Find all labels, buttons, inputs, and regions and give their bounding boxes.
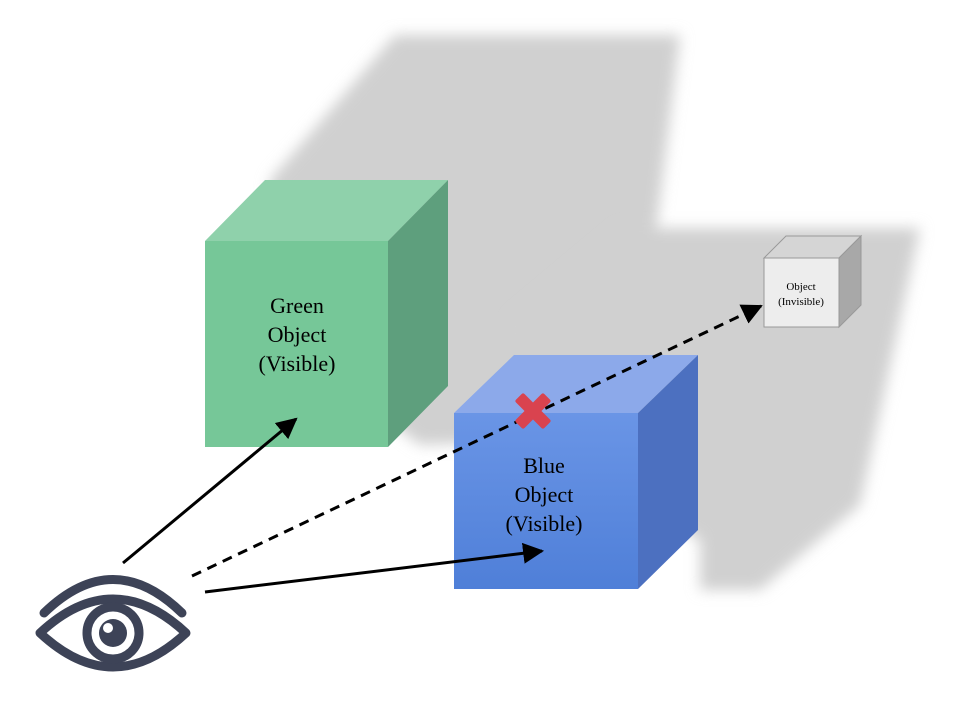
blue-object-label-line2: Object (515, 482, 574, 507)
green-object: Green Object (Visible) (205, 180, 448, 447)
invisible-object-label-line1: Object (786, 281, 815, 293)
green-object-side (388, 180, 448, 447)
blue-object-front (454, 413, 638, 589)
blue-object-label-line1: Blue (523, 453, 565, 478)
green-object-front (205, 241, 388, 447)
invisible-object-label-line2: (Invisible) (778, 296, 824, 308)
cross-icon (515, 393, 551, 429)
green-object-label-line2: Object (268, 322, 327, 347)
blue-object-label-line3: (Visible) (506, 511, 583, 536)
blue-object-top (454, 355, 698, 413)
green-object-label-line3: (Visible) (259, 351, 336, 376)
blue-object-side (638, 355, 698, 589)
invisible-object-front (763, 257, 840, 328)
invisible-object: Object (Invisible) (762, 234, 863, 329)
green-object-top (205, 180, 448, 241)
sight-lines (122, 304, 763, 594)
sight-line-to-green (122, 417, 298, 565)
sight-line-to-blue (204, 542, 545, 594)
blue-object: Blue Object (Visible) (454, 355, 698, 589)
green-object-label-line1: Green (270, 293, 324, 318)
eye-icon (35, 575, 191, 672)
blocked-sight-line (191, 304, 763, 578)
